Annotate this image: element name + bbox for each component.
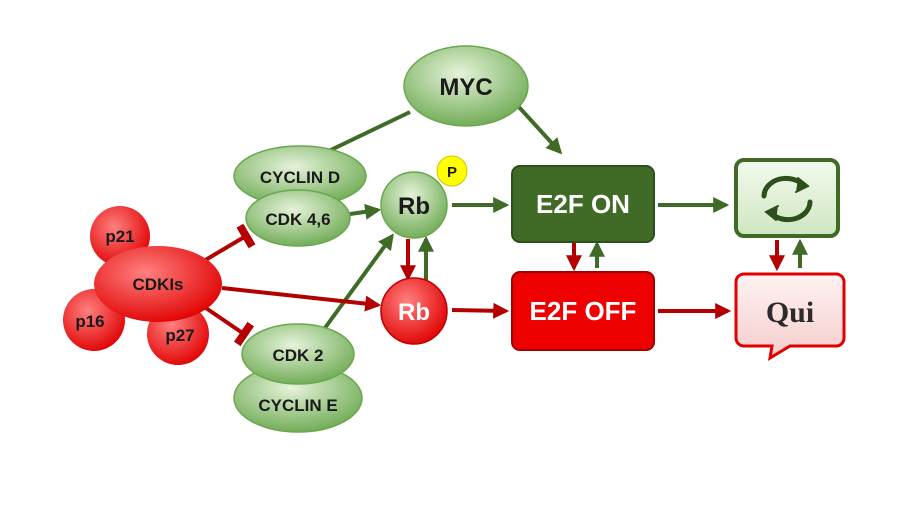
phosphate-badge bbox=[436, 155, 468, 187]
inhibit-cdkis-to-cdk46 bbox=[200, 223, 256, 264]
arrow-cdkis-to-rb bbox=[221, 286, 382, 312]
rb-node: Rb bbox=[380, 277, 448, 345]
cyclin-e-label: CYCLIN E bbox=[258, 396, 337, 415]
inhibit-cdkis-to-cdk2 bbox=[198, 302, 255, 347]
cdk2-node: CDK 2 bbox=[241, 323, 355, 385]
rb-phospho-label: Rb bbox=[398, 193, 430, 220]
arrow-cdk46-to-rb bbox=[349, 203, 382, 220]
cyclin-d-label: CYCLIN D bbox=[260, 168, 340, 187]
cdkis-label: CDKIs bbox=[132, 275, 183, 294]
quiescence-label: Qui bbox=[766, 296, 814, 329]
quiescence-box: Qui bbox=[734, 272, 846, 361]
rb-label: Rb bbox=[398, 299, 430, 326]
cycle-arrows-icon bbox=[761, 175, 813, 223]
e2f-on-label: E2F ON bbox=[536, 189, 630, 219]
arrow-myc-to-e2f-on bbox=[516, 104, 563, 155]
arrow-cdk2-to-rb bbox=[320, 233, 394, 334]
cdkis-node bbox=[94, 246, 222, 322]
cdk46-label: CDK 4,6 bbox=[265, 210, 330, 229]
e2f-on-box: E2F ON bbox=[511, 165, 655, 243]
p27-label: p27 bbox=[165, 326, 194, 345]
p16-label: p16 bbox=[75, 312, 104, 331]
p21-label: p21 bbox=[105, 227, 134, 246]
cdk2-label: CDK 2 bbox=[272, 346, 323, 365]
rb-phospho-node: Rb P bbox=[380, 155, 468, 239]
cdk46-node: CDK 4,6 bbox=[245, 189, 351, 247]
myc-node: MYC bbox=[403, 45, 529, 127]
arrow-rb-to-e2f-off bbox=[451, 302, 510, 319]
phosphate-label: P bbox=[447, 164, 457, 181]
edges bbox=[198, 104, 808, 347]
e2f-off-box: E2F OFF bbox=[511, 271, 655, 351]
proliferation-box bbox=[734, 158, 840, 238]
e2f-off-label: E2F OFF bbox=[530, 296, 637, 326]
myc-label: MYC bbox=[439, 74, 492, 101]
cdki-cluster: p21 p16 p27 CDKIs bbox=[63, 206, 222, 365]
